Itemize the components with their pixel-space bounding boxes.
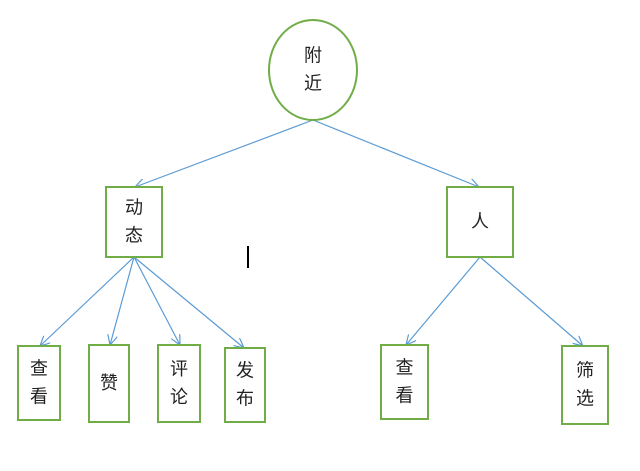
- edge-dongtai-to-fabu: [133, 256, 244, 348]
- node-label-char: 看: [30, 387, 48, 408]
- edge-dongtai-to-pinglun: [133, 256, 180, 345]
- edge-root-to-ren: [312, 119, 479, 187]
- node-label-char: 查: [396, 358, 414, 379]
- edge-root-to-dongtai: [135, 119, 314, 187]
- edge-dongtai-to-zan: [110, 256, 135, 345]
- node-label-char: 查: [30, 359, 48, 380]
- node-label-char: 近: [304, 74, 322, 95]
- node-label-char: 动: [125, 198, 143, 219]
- node-label-char: 人: [471, 212, 489, 233]
- node-ren: 人: [446, 186, 514, 258]
- node-label-char: 布: [236, 389, 254, 410]
- node-label-char: 态: [125, 226, 143, 247]
- node-chakan2: 查看: [380, 344, 429, 420]
- node-dongtai: 动态: [105, 186, 163, 258]
- node-label-char: 评: [170, 359, 188, 380]
- node-zan: 赞: [88, 344, 130, 423]
- node-label-char: 筛: [576, 361, 594, 382]
- node-box: [17, 345, 61, 421]
- node-box: [105, 186, 163, 258]
- node-root: 附近: [268, 19, 358, 121]
- node-box: [157, 344, 201, 423]
- node-pinglun: 评论: [157, 344, 201, 423]
- node-fabu: 发布: [224, 347, 266, 423]
- node-box: [380, 344, 429, 420]
- node-box: [561, 345, 609, 425]
- node-label-char: 看: [396, 386, 414, 407]
- node-chakan1: 查看: [17, 345, 61, 421]
- node-label-char: 论: [170, 387, 188, 408]
- node-box: [88, 344, 130, 423]
- node-label-char: 发: [236, 361, 254, 382]
- node-box: [224, 347, 266, 423]
- edge-ren-to-chakan2: [406, 256, 481, 345]
- node-label-char: 赞: [100, 373, 118, 394]
- node-shaixuan: 筛选: [561, 345, 609, 425]
- text-cursor: [247, 246, 249, 268]
- edge-dongtai-to-chakan1: [40, 256, 135, 346]
- root-ellipse: [268, 19, 358, 121]
- edge-ren-to-shaixuan: [479, 256, 583, 346]
- node-box: [446, 186, 514, 258]
- edges-layer: [40, 119, 583, 348]
- node-label-char: 附: [304, 46, 322, 67]
- node-label-char: 选: [576, 389, 594, 410]
